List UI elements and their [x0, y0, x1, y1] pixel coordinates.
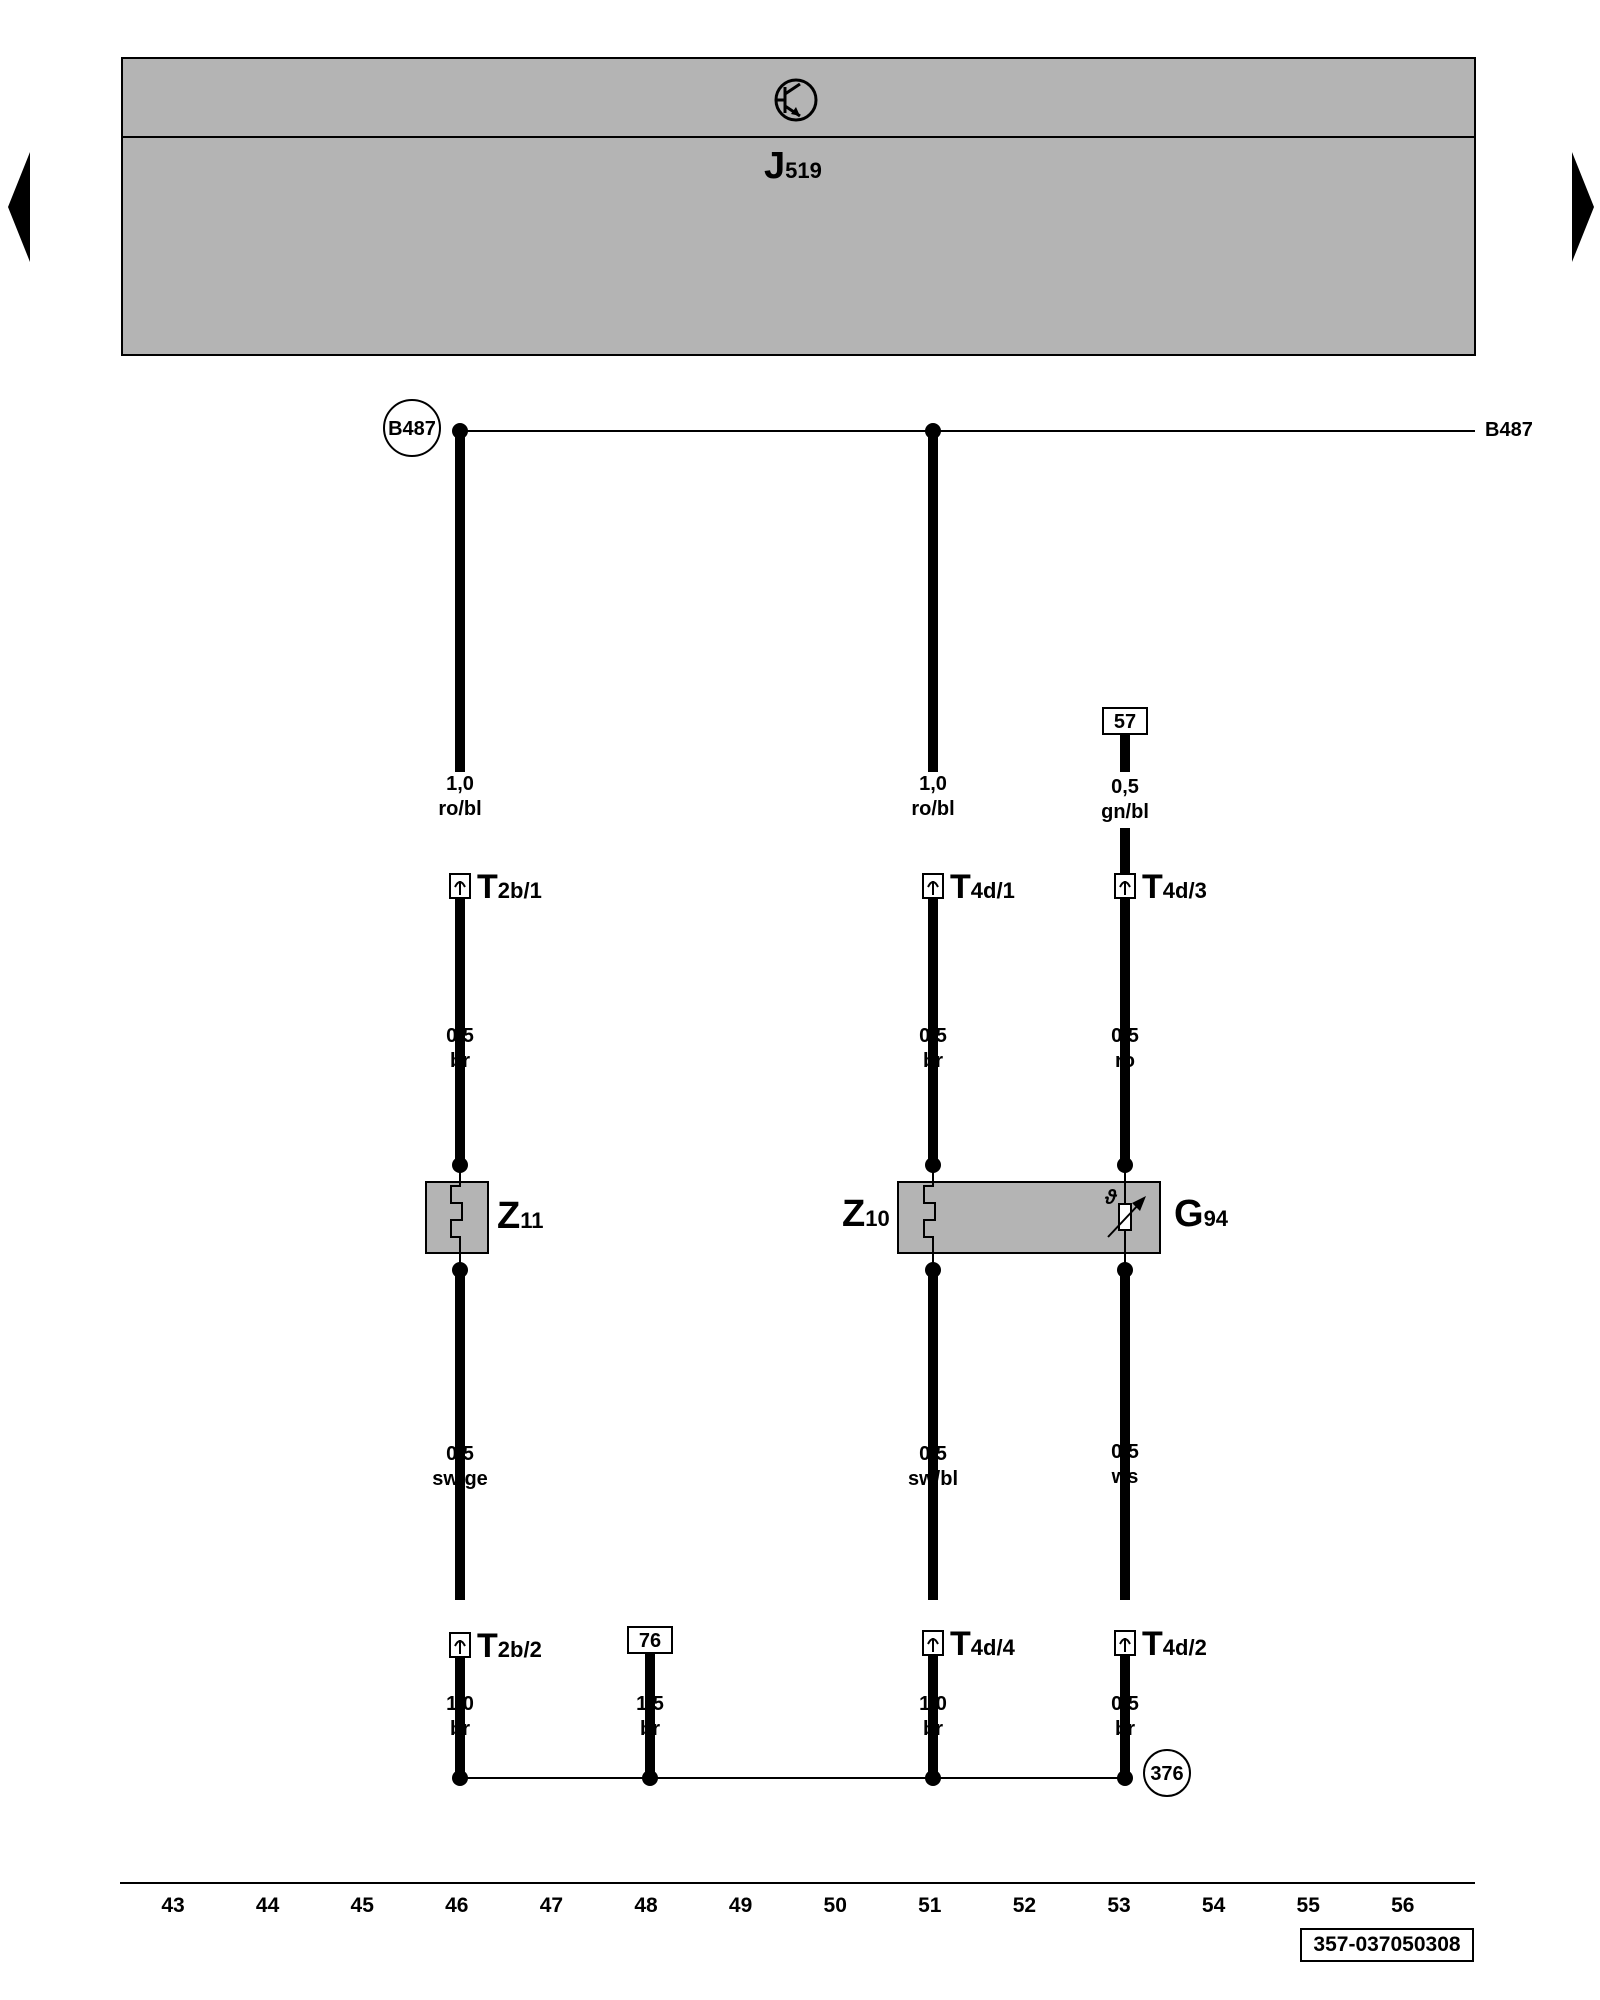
wire-label-46-mid-color: br [450, 1050, 470, 1072]
junction-dots [452, 423, 1133, 1786]
ground-point-circle: 376 [1143, 1749, 1191, 1797]
transistor-symbol-icon [774, 78, 818, 122]
control-unit-label: J519 [764, 145, 822, 187]
connector-labels: T2b/1 T4d/1 T4d/3 T2b/2 T4d/4 T4d/2 [477, 868, 1207, 1665]
wire-label-46-bot-color: br [450, 1718, 470, 1740]
wire-label-51-low: 0,5 [919, 1443, 947, 1465]
column-number: 51 [918, 1894, 942, 1917]
connector-t2b2-icon [449, 1632, 471, 1658]
wire-label-53-top-color: gn/bl [1101, 801, 1149, 823]
wire-label-53-top: 0,5 [1111, 776, 1139, 798]
wire-label-48-bot-color: br [640, 1718, 660, 1740]
connector-t2b1-icon [449, 873, 471, 899]
heater-element-icon [450, 1165, 463, 1270]
bus-ref-circle: B487 [383, 399, 441, 457]
connector-t4d2-label: T4d/2 [1142, 1625, 1207, 1663]
bus-ref-label: B487 [388, 418, 436, 440]
wire-label-46-top: 1,0 [446, 773, 474, 795]
wire-label-51-bot: 1,0 [919, 1693, 947, 1715]
column-number: 54 [1202, 1894, 1226, 1917]
document-number: 357-037050308 [1300, 1928, 1474, 1962]
column-number: 47 [540, 1894, 563, 1917]
connector-t4d2-icon [1114, 1630, 1136, 1656]
wire-label-53-low: 0,5 [1111, 1441, 1139, 1463]
column-number: 56 [1391, 1894, 1414, 1917]
wire-label-51-top: 1,0 [919, 773, 947, 795]
wires [455, 431, 1130, 1778]
column-number: 49 [729, 1894, 752, 1917]
wire-label-46-mid: 0,5 [446, 1025, 474, 1047]
column-number: 45 [351, 1894, 375, 1917]
wire-label-53-bot-color: br [1115, 1718, 1135, 1740]
wire-label-46-top-color: ro/bl [438, 798, 481, 820]
ground-point-label: 376 [1150, 1763, 1183, 1785]
temperature-sensor-icon [1107, 1165, 1146, 1270]
connector-t4d3-label: T4d/3 [1142, 868, 1207, 906]
ref-76-label: 76 [639, 1630, 661, 1652]
component-z10-g94: ϑ Z10 G94 [842, 1165, 1229, 1270]
wire-label-53-mid-color: ro [1115, 1050, 1135, 1072]
wire-label-51-top-color: ro/bl [911, 798, 954, 820]
ref-box-76: 76 [627, 1626, 673, 1654]
component-g94-label: G94 [1174, 1193, 1229, 1235]
column-number: 55 [1297, 1894, 1321, 1917]
connector-t2b1-label: T2b/1 [477, 868, 542, 906]
wire-label-51-low-color: sw/bl [908, 1468, 958, 1490]
connector-t4d3-icon [1114, 873, 1136, 899]
sensor-theta-symbol: ϑ [1104, 1187, 1118, 1209]
connector-t2b2-label: T2b/2 [477, 1627, 542, 1665]
wire-label-46-bot: 1,0 [446, 1693, 474, 1715]
connector-symbols [449, 873, 1136, 1658]
column-number: 50 [824, 1894, 847, 1917]
control-unit-panel: J519 [121, 57, 1476, 356]
bus-continuation-label: B487 [1485, 419, 1533, 441]
wire-labels: 1,0 ro/bl 1,0 ro/bl 0,5 gn/bl 0,5 br 0,5… [432, 773, 1149, 1740]
column-number: 43 [161, 1894, 184, 1917]
next-page-arrow[interactable] [1572, 152, 1594, 262]
wire-label-46-low-color: sw/ge [432, 1468, 488, 1490]
component-z11-label: Z11 [497, 1195, 543, 1237]
wire-label-53-bot: 0,5 [1111, 1693, 1139, 1715]
wire-label-46-low: 0,5 [446, 1443, 474, 1465]
wire-label-53-low-color: ws [1111, 1466, 1139, 1488]
heater-element-icon [923, 1165, 936, 1270]
column-number: 52 [1013, 1894, 1036, 1917]
connector-t4d1-icon [922, 873, 944, 899]
column-number: 44 [256, 1894, 280, 1917]
column-number: 46 [445, 1894, 468, 1917]
ref-box-57: 57 [1102, 707, 1148, 735]
wire-label-48-bot: 1,5 [636, 1693, 664, 1715]
wire-label-51-bot-color: br [923, 1718, 943, 1740]
component-z10-label: Z10 [842, 1193, 890, 1235]
ref-57-label: 57 [1114, 711, 1136, 733]
column-number: 53 [1107, 1894, 1130, 1917]
wire-label-51-mid: 0,5 [919, 1025, 947, 1047]
wire-label-53-mid: 0,5 [1111, 1025, 1139, 1047]
connector-t4d1-label: T4d/1 [950, 868, 1015, 906]
wire-label-51-mid-color: br [923, 1050, 943, 1072]
column-numbers: 43 44 45 46 47 48 49 50 51 52 53 54 55 56 [161, 1894, 1414, 1917]
column-number: 48 [634, 1894, 658, 1917]
connector-t4d4-label: T4d/4 [950, 1625, 1016, 1663]
previous-page-arrow[interactable] [8, 152, 30, 262]
component-z11: Z11 [425, 1165, 543, 1270]
connector-t4d4-icon [922, 1630, 944, 1656]
